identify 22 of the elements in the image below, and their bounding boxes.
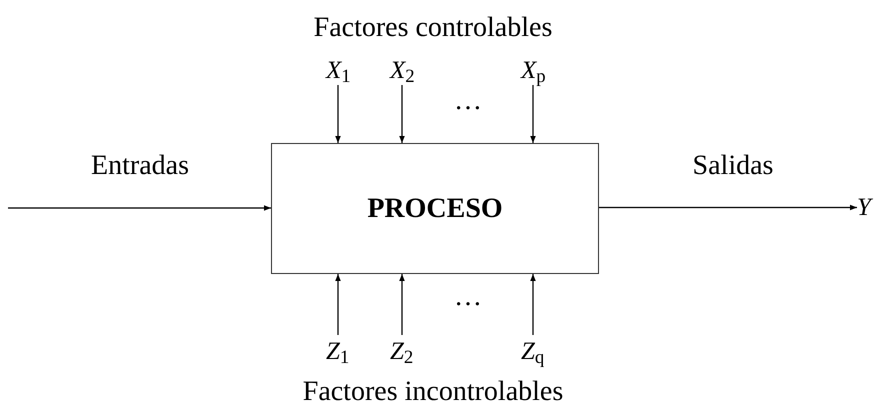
arrow [335,274,341,335]
text-label: … [453,86,483,116]
arrow [335,85,341,143]
process-box: PROCESO [271,143,599,274]
text-label: Factores incontrolables [302,375,564,407]
variable-label: X$_{p}$ [521,55,555,85]
arrow [8,205,271,211]
arrow [530,274,536,335]
variable-label: X$_{1}$ [326,55,360,85]
text-label: … [453,282,483,312]
arrow [599,204,857,210]
variable-label: Z$_{1}$ [326,335,360,367]
text-label: Factores controlables [312,11,554,45]
arrow [399,85,405,143]
text-label: Salidas [692,149,774,183]
variable-label: X$_{2}$ [390,55,424,85]
text-label: Entradas [90,149,190,183]
arrow [399,274,405,335]
arrow [530,85,536,143]
variable-label: Z$_{2}$ [390,335,424,367]
variable-label: Y [857,192,877,222]
variable-label: Z$_{q}$ [521,335,555,367]
